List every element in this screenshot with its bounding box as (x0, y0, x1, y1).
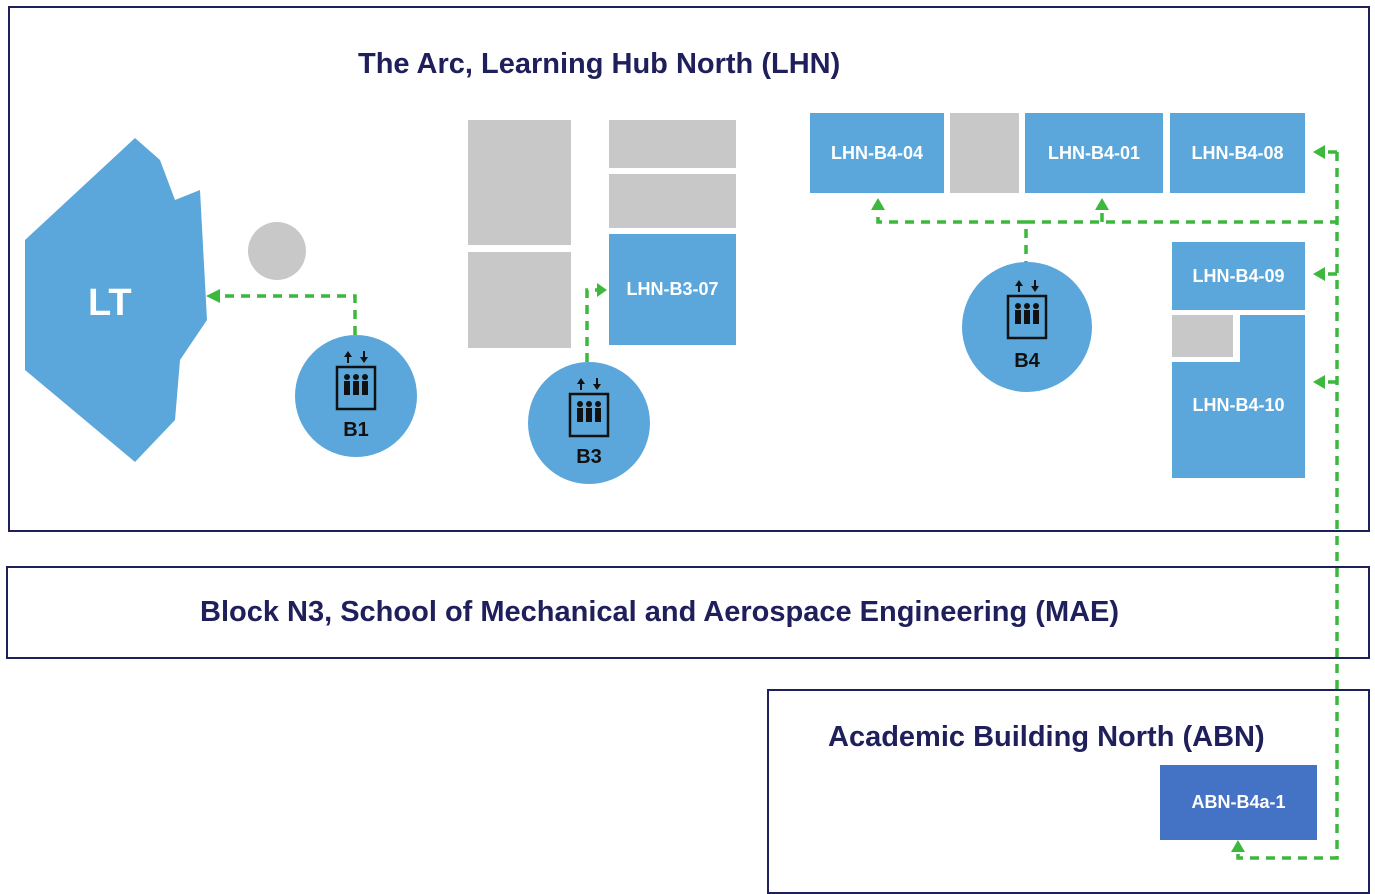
lift-b3[interactable]: B3 (528, 362, 650, 484)
lift-icon (568, 378, 610, 438)
grey-block (468, 252, 571, 348)
room-lhn-b4-01[interactable]: LHN-B4-01 (1025, 113, 1163, 193)
lhn-building-title: The Arc, Learning Hub North (LHN) (358, 48, 841, 80)
grey-block (609, 120, 736, 168)
mae-building-frame (6, 566, 1370, 659)
grey-block (950, 113, 1019, 193)
lift-b4-label: B4 (1014, 350, 1040, 372)
lift-b1[interactable]: B1 (295, 335, 417, 457)
lecture-theatre-label[interactable]: LT (88, 282, 132, 324)
grey-block (1172, 315, 1233, 357)
room-lhn-b3-07[interactable]: LHN-B3-07 (609, 234, 736, 345)
lift-icon (335, 351, 377, 411)
lift-b3-label: B3 (576, 446, 602, 468)
room-lhn-b4-09[interactable]: LHN-B4-09 (1172, 242, 1305, 310)
lift-b1-label: B1 (343, 419, 369, 441)
room-lhn-b4-04[interactable]: LHN-B4-04 (810, 113, 944, 193)
room-lhn-b4-10[interactable]: LHN-B4-10 (1192, 394, 1285, 415)
grey-block (468, 120, 571, 245)
room-abn-b4a-1[interactable]: ABN-B4a-1 (1160, 765, 1317, 840)
mae-building-title: Block N3, School of Mechanical and Aeros… (200, 596, 1120, 628)
abn-building-title: Academic Building North (ABN) (828, 721, 1265, 753)
lift-b4[interactable]: B4 (962, 262, 1092, 392)
lift-icon (1006, 280, 1048, 340)
grey-block (609, 174, 736, 228)
room-lhn-b4-08[interactable]: LHN-B4-08 (1170, 113, 1305, 193)
